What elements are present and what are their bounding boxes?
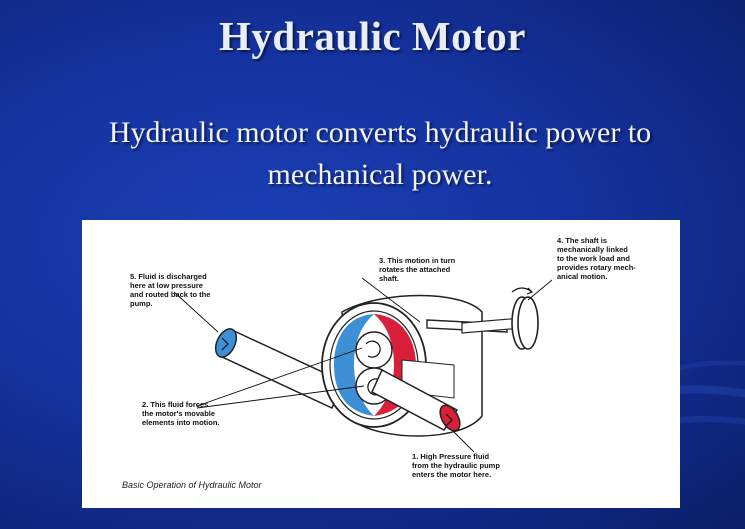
upper-gear <box>355 331 393 369</box>
annotation-step-3: 3. This motion in turn rotates the attac… <box>379 256 456 283</box>
inlet-pipe <box>371 359 461 432</box>
low-pressure-outlet <box>214 328 238 358</box>
annotation-step-1: 1. High Pressure fluid from the hydrauli… <box>412 452 500 479</box>
subtitle-line-2: mechanical power. <box>267 158 493 191</box>
leader-lines <box>173 277 553 453</box>
annotation-step-2: 2. This fluid forces the motor's movable… <box>142 400 220 427</box>
slide-subtitle: Hydraulic motor converts hydraulic power… <box>40 112 720 196</box>
annotation-step-5: 5. Fluid is discharged here at low press… <box>130 272 211 308</box>
hydraulic-motor-diagram: 5. Fluid is discharged here at low press… <box>82 220 680 508</box>
diagram-caption: Basic Operation of Hydraulic Motor <box>122 480 262 490</box>
low-pressure-chamber <box>334 314 374 416</box>
slide-title: Hydraulic Motor <box>219 13 526 59</box>
motor-illustration <box>173 277 553 453</box>
annotation-step-4: 4. The shaft is mechanically linked to t… <box>557 236 636 281</box>
discharge-pipe <box>214 328 345 409</box>
output-shaft <box>426 287 539 350</box>
subtitle-line-1: Hydraulic motor converts hydraulic power… <box>108 116 652 149</box>
